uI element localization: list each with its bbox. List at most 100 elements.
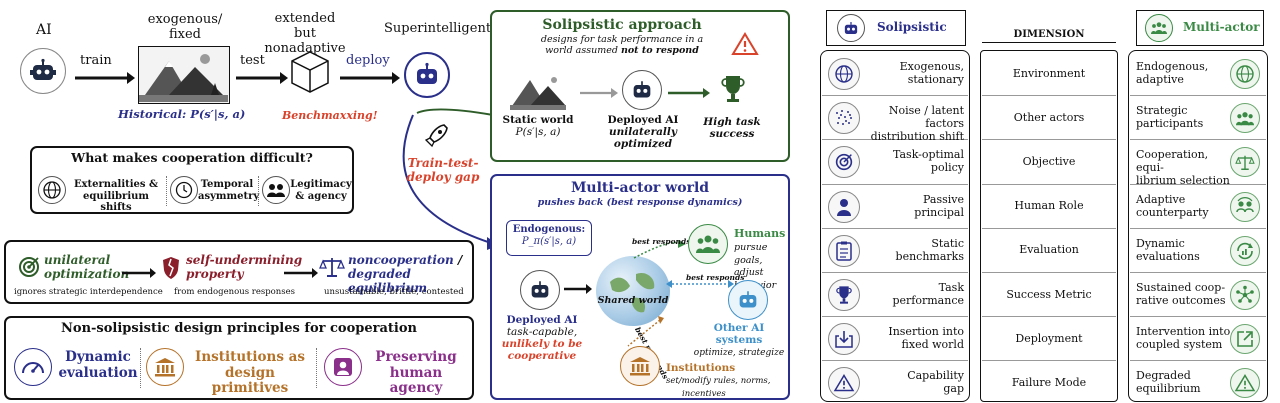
group-icon (1230, 103, 1260, 134)
table-row-right: Sustained coop-rative outcomes (1130, 273, 1266, 318)
deploy-label: deploy (346, 53, 390, 68)
right-header-label: Multi-actor (1183, 20, 1260, 34)
table-row-dimension: Environment (982, 52, 1116, 97)
table-cell-right: Endogenous,adaptive (1136, 60, 1209, 87)
shield-broken-icon (163, 257, 179, 279)
table-row-dimension: Evaluation (982, 229, 1116, 273)
multi-title: Multi-actor world (570, 180, 710, 196)
table-row-dimension: Failure Mode (982, 361, 1116, 403)
divider (140, 348, 141, 388)
left-header-label: Solipsistic (877, 20, 947, 34)
cube-icon (291, 51, 329, 93)
deploy-arrow (340, 72, 400, 84)
dimension-cell: Objective (1022, 154, 1076, 168)
solipsistic-title: Solipsistic approach (542, 17, 702, 33)
difficulty-item-1: Externalities &equilibrium shifts (73, 179, 159, 213)
table-cell-right: Cooperation, equi-librium selection (1136, 148, 1230, 188)
table-row-right: Cooperation, equi-librium selection (1130, 140, 1266, 187)
dimension-cell: Deployment (1015, 331, 1083, 345)
institution-icon (146, 348, 184, 386)
super-robot-icon (404, 52, 450, 98)
divider (258, 176, 259, 206)
gap-label: Train-test-deploy gap (406, 156, 480, 184)
gray-arrow (580, 88, 618, 98)
table-row-dimension: Human Role (982, 185, 1116, 229)
table-cell-right: Sustained coop-rative outcomes (1136, 281, 1226, 308)
right-column (1128, 50, 1268, 402)
deployed-robot-icon (622, 70, 662, 110)
difficulty-title: What makes cooperation difficult? (71, 150, 313, 165)
trophy-icon (828, 279, 860, 312)
multi-subtitle: pushes back (best response dynamics) (537, 197, 743, 208)
exchange-icon (1230, 191, 1260, 222)
chain-step-3-sub: unsustainable, brittle, contested (324, 287, 464, 297)
difficulty-box: What makes cooperation difficult? Extern… (30, 146, 354, 214)
best-responds-arrows (627, 240, 734, 347)
benchmax-label: Benchmaxxing! (282, 109, 378, 122)
target-icon (19, 257, 39, 277)
principles-box: Non-solipsistic design principles for co… (4, 316, 474, 400)
user-icon (324, 348, 362, 386)
dimension-cell: Other actors (1013, 110, 1085, 124)
institutions-icon (620, 346, 660, 386)
mountain-icon (510, 77, 566, 110)
dimension-cell: Failure Mode (1011, 375, 1087, 389)
green-arrow (668, 88, 710, 98)
dimension-cell: Evaluation (1019, 243, 1079, 257)
train-label: train (80, 53, 112, 68)
robot-icon (837, 14, 865, 42)
other-ai-robot-icon (728, 280, 768, 320)
train-arrow (75, 72, 135, 84)
principles-title: Non-solipsistic design principles for co… (61, 321, 417, 336)
chain-step-3: noncooperation /degraded equilibrium (348, 253, 463, 295)
dimension-rule (982, 42, 1116, 43)
deployed-robot-icon (520, 270, 560, 310)
dimension-cell: Environment (1012, 66, 1086, 80)
mid-column (980, 50, 1118, 402)
to-world-arrow (564, 284, 592, 294)
divider (316, 348, 317, 388)
multi-actor-panel: Multi-actor world pushes back (best resp… (490, 174, 790, 400)
chain-arrow-2 (284, 268, 318, 278)
best-responds-humans: best responds (632, 237, 691, 246)
dimension-header: DIMENSION (1013, 29, 1085, 40)
balance-icon (1230, 147, 1260, 178)
chain-arrow-1 (122, 268, 156, 278)
refresh-chart-icon (1230, 235, 1260, 266)
globe-earth-icon (596, 256, 670, 326)
left-header: Solipsistic (826, 10, 966, 46)
external-icon (1230, 324, 1260, 355)
shared-world-label: Shared world (597, 295, 669, 306)
chain-step-1-sub: ignores strategic interdependence (14, 287, 163, 297)
table-row-dimension: Objective (982, 140, 1116, 185)
person-icon (828, 190, 860, 223)
